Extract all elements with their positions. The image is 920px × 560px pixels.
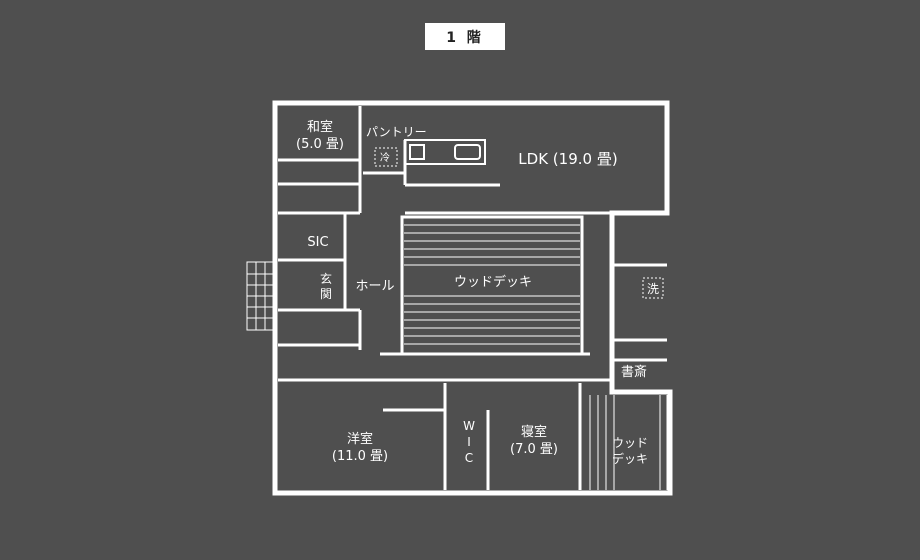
wic-c: C <box>465 451 473 465</box>
interior-walls <box>278 106 667 490</box>
wic-i: I <box>467 435 471 449</box>
pantry-name: パントリー <box>366 125 427 139</box>
deck2-label-2: デッキ <box>612 451 648 466</box>
youshitsu-name: 洋室 <box>347 431 373 447</box>
bedroom-name: 寝室 <box>521 424 547 440</box>
genkan-label-2: 関 <box>320 287 332 301</box>
genkan-label-1: 玄 <box>320 271 332 286</box>
floor-label: 1 階 <box>425 23 505 50</box>
deck-slats <box>404 224 580 345</box>
exterior-walls <box>272 100 673 496</box>
ldk-name: LDK (19.0 畳) <box>518 150 617 168</box>
fridge-label: 冷 <box>380 151 390 164</box>
washitsu-size: (5.0 畳) <box>296 137 344 152</box>
washitsu-name: 和室 <box>307 119 333 135</box>
youshitsu-size: (11.0 畳) <box>332 449 388 464</box>
deck2-label-1: ウッド <box>612 436 648 450</box>
washer-icon <box>642 277 664 299</box>
kitchen-counter <box>404 139 486 165</box>
laundry-label: 洗 <box>647 282 659 296</box>
entrance-tiles <box>246 261 276 331</box>
hall-name: ホール <box>355 279 394 294</box>
wood-deck-name: ウッドデッキ <box>454 274 532 290</box>
sic-name: SIC <box>307 235 328 250</box>
bedroom-size: (7.0 畳) <box>510 442 558 457</box>
deck2-slats <box>589 395 668 490</box>
study-name: 書斎 <box>621 364 647 380</box>
wic-w: W <box>463 419 475 433</box>
